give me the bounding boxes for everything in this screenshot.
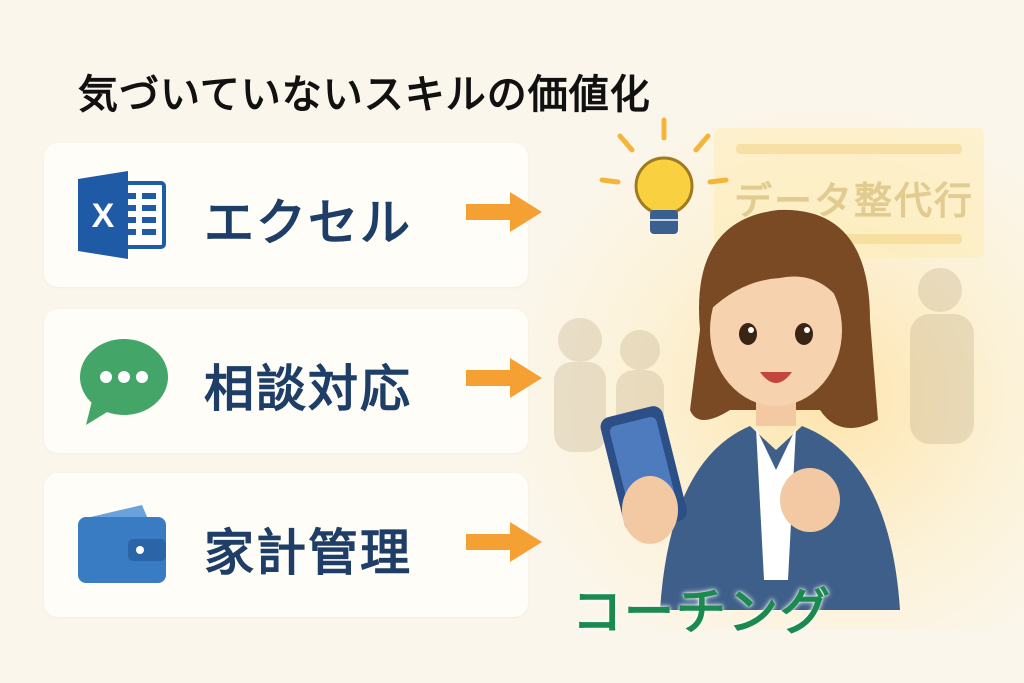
chat-bubble-icon (80, 339, 168, 425)
right-arrow-icon (466, 192, 542, 232)
excel-icon: X (78, 171, 166, 259)
coaching-illustration (554, 117, 974, 610)
skill-card-consultation: 相談対応 (44, 309, 528, 453)
svg-text:X: X (92, 197, 115, 235)
right-arrow-icon (466, 358, 542, 398)
wallet-icon (78, 505, 166, 583)
coaching-label: コーチング (572, 583, 832, 641)
lightbulb-icon (599, 117, 729, 234)
right-arrow-icon (466, 522, 542, 562)
skill-card-household: 家計管理 (44, 473, 528, 617)
page-title: 気づいていないスキルの価値化 (78, 72, 651, 118)
skill-label-excel: エクセル (204, 194, 412, 252)
skill-card-excel: X エクセル (44, 143, 528, 287)
skill-label-consultation: 相談対応 (204, 360, 412, 418)
skill-label-household: 家計管理 (204, 524, 412, 582)
